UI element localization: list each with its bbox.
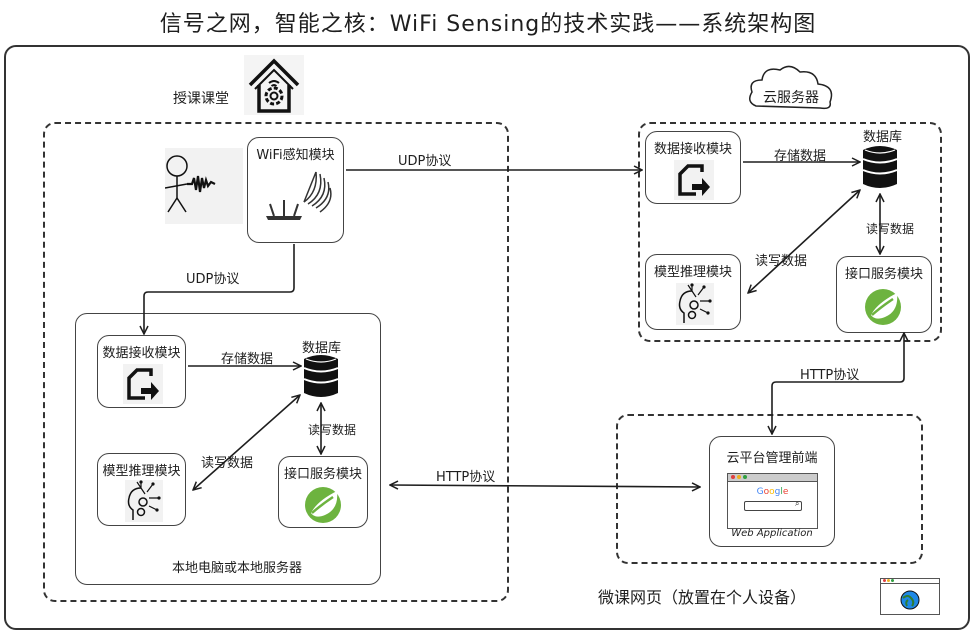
cloud-receive-module[interactable]: 数据接收模块: [645, 131, 741, 204]
edge-label-local-rw-inference: 读写数据: [201, 456, 254, 471]
outer-frame: [4, 45, 970, 630]
cloud-database-label: 数据库: [863, 130, 903, 145]
google-letter: G: [756, 487, 764, 497]
local-api-module[interactable]: 接口服务模块: [278, 456, 368, 528]
google-letter: l: [780, 487, 783, 497]
cloud-inference-label: 模型推理模块: [653, 265, 732, 280]
cloud-inference-module[interactable]: 模型推理模块: [645, 254, 741, 330]
browser-window-icon: Google ⌕: [727, 473, 818, 529]
cloud-api-label: 接口服务模块: [844, 267, 923, 282]
classroom-container: [43, 122, 509, 602]
search-icon: ⌕: [795, 499, 800, 508]
edge-label-local-rw-api: 读写数据: [308, 423, 357, 437]
web-label: 微课网页（放置在个人设备）: [598, 588, 807, 607]
spring-leaf-icon: [303, 483, 345, 525]
local-inference-label: 模型推理模块: [102, 464, 181, 479]
cloud-frontend-module[interactable]: 云平台管理前端 Google ⌕ Web Application: [709, 436, 835, 547]
google-logo: Google: [728, 487, 817, 497]
cloud-receive-label: 数据接收模块: [653, 142, 732, 157]
local-api-label: 接口服务模块: [283, 467, 362, 482]
file-export-icon: [674, 160, 714, 200]
edge-label-cloud-store: 存储数据: [774, 149, 827, 164]
database-icon: [303, 353, 339, 399]
spring-leaf-icon: [863, 285, 905, 327]
cloud-frontend-label: 云平台管理前端: [726, 451, 818, 466]
file-export-icon: [123, 364, 163, 404]
local-receive-module[interactable]: 数据接收模块: [97, 335, 186, 408]
ai-head-icon: [125, 480, 163, 522]
local-database-label: 数据库: [302, 341, 342, 356]
database-icon: [862, 144, 898, 190]
wifi-sensing-module[interactable]: WiFi感知模块: [247, 137, 344, 243]
web-app-caption: Web Application: [731, 528, 813, 539]
edge-label-cloud-rw-inference: 读写数据: [755, 254, 808, 269]
google-letter: e: [782, 487, 789, 497]
edge-label-cloud-to-web: HTTP协议: [800, 368, 860, 383]
edge-label-cloud-rw-api: 读写数据: [866, 222, 915, 236]
browser-globe-icon: [880, 578, 940, 615]
wifi-module-label: WiFi感知模块: [256, 148, 335, 163]
edge-wifi-to-local: [144, 244, 295, 334]
google-letter: o: [763, 487, 770, 497]
edge-local-rw-inference: [193, 395, 300, 490]
person-with-wave-icon: [164, 148, 243, 224]
router-signal-icon: [262, 170, 332, 234]
smart-home-gear-icon: [244, 55, 304, 115]
cloud-icon: [746, 62, 838, 112]
ai-head-icon: [676, 283, 714, 325]
cloud-label: 云服务器: [763, 90, 819, 106]
edge-label-local-store: 存储数据: [221, 352, 274, 367]
browser-search-bar: ⌕: [743, 499, 802, 511]
edge-label-wifi-to-local: UDP协议: [186, 272, 240, 287]
edge-cloud-rw-inference: [748, 190, 860, 293]
google-letter: g: [774, 487, 781, 497]
classroom-label: 授课课堂: [173, 91, 229, 107]
edge-cloud-to-web: [772, 333, 904, 434]
diagram-title: 信号之网，智能之核：WiFi Sensing的技术实践——系统架构图: [159, 12, 817, 37]
local-server-label: 本地电脑或本地服务器: [172, 561, 303, 576]
local-inference-module[interactable]: 模型推理模块: [97, 453, 186, 526]
edge-label-wifi-to-cloud: UDP协议: [398, 154, 452, 169]
local-receive-label: 数据接收模块: [102, 346, 181, 361]
google-letter: o: [769, 487, 775, 497]
edge-label-local-to-web: HTTP协议: [436, 470, 496, 485]
edge-local-to-web: [390, 485, 700, 487]
